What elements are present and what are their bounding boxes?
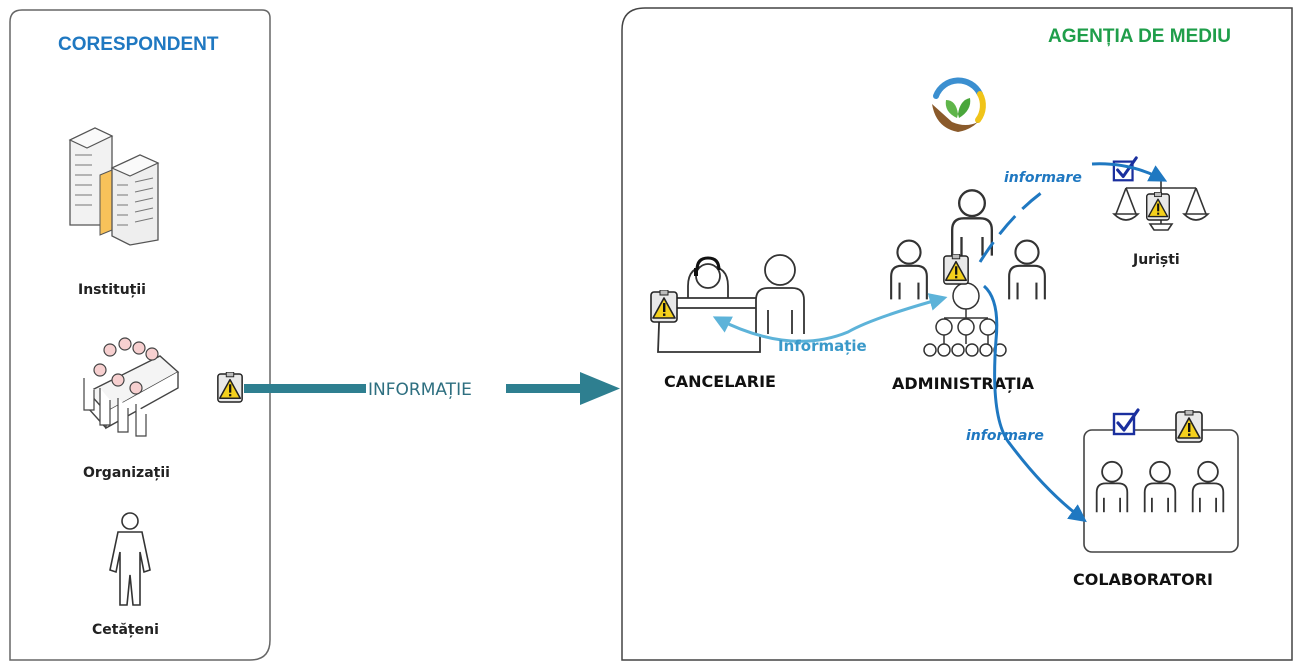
warning-document-icon	[217, 372, 243, 403]
meeting-icon	[83, 337, 180, 437]
colaboratori-label: COLABORATORI	[1073, 570, 1213, 589]
informatie-flow: INFORMAȚIE	[217, 372, 620, 405]
corespondent-panel: CORESPONDENT Instituții	[9, 9, 271, 661]
informare-bottom-label: informare	[966, 428, 1044, 444]
colaboratori-icon	[1083, 408, 1239, 553]
informatie-flow-label: INFORMAȚIE	[368, 380, 472, 400]
leaf-logo-icon	[932, 77, 986, 132]
colaboratori-warning-icon	[1175, 410, 1203, 443]
institutii-label: Instituții	[78, 282, 146, 298]
organizatii-label: Organizații	[83, 465, 170, 481]
server-icon	[68, 127, 160, 246]
informatie-edge: Informație	[712, 293, 948, 355]
administratia-warning-icon	[943, 254, 969, 285]
informare-top-edge: informare	[978, 162, 1168, 263]
juristi-label: Juriști	[1132, 252, 1180, 268]
cetateni-label: Cetățeni	[92, 622, 159, 638]
informatie-edge-label: Informație	[778, 337, 867, 355]
informare-top-label: informare	[1004, 170, 1082, 186]
administratia-label: ADMINISTRAȚIA	[892, 374, 1035, 393]
juristi-icon	[1112, 156, 1210, 231]
agentia-title: AGENȚIA DE MEDIU	[1048, 26, 1231, 47]
cancelarie-warning-icon	[650, 290, 678, 323]
cancelarie-label: CANCELARIE	[664, 372, 776, 391]
corespondent-title: CORESPONDENT	[58, 34, 219, 55]
agentia-panel: AGENȚIA DE MEDIU C	[621, 7, 1293, 661]
juristi-warning-icon	[1146, 192, 1170, 221]
person-icon	[109, 512, 151, 606]
colaboratori-checkbox-icon	[1112, 408, 1140, 436]
informare-bottom-edge: informare	[966, 284, 1087, 523]
